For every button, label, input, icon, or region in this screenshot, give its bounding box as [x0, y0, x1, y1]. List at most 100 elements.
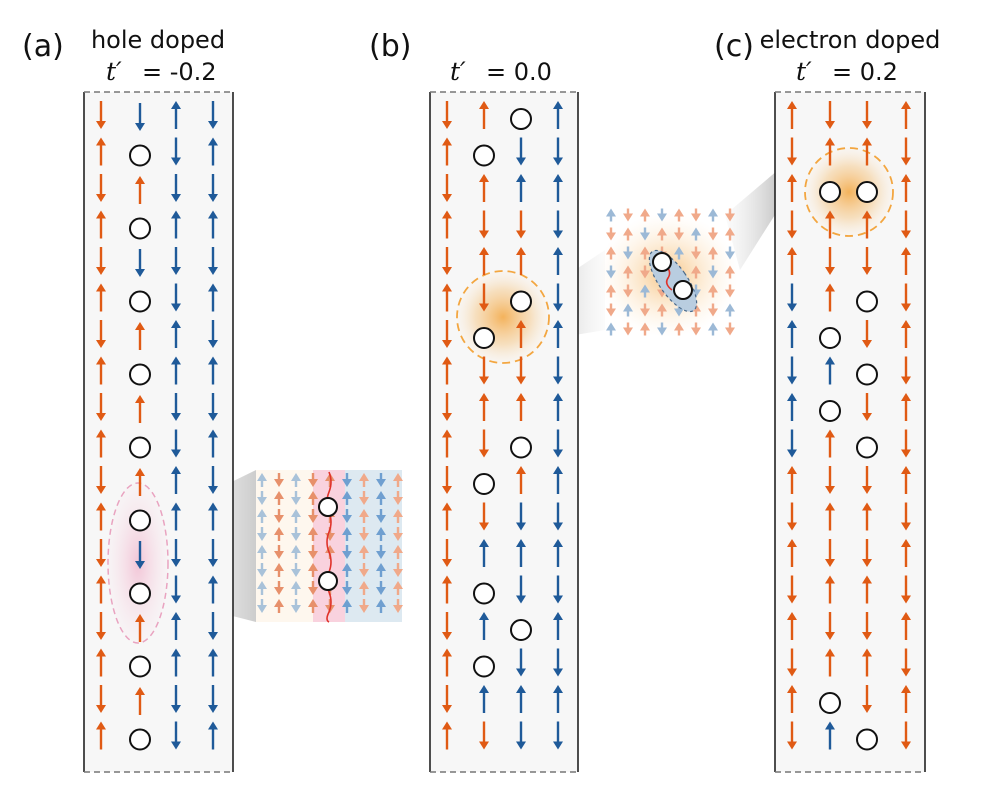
up-arrowhead-icon [359, 473, 369, 481]
down-arrowhead-icon [208, 632, 218, 640]
up-arrowhead-icon [135, 176, 145, 184]
down-arrowhead-icon [516, 230, 526, 239]
down-arrowhead-icon [342, 515, 352, 523]
up-arrowhead-icon [442, 356, 452, 365]
up-arrowhead-icon [208, 648, 218, 657]
up-arrowhead-icon [342, 599, 352, 607]
up-arrowhead-icon [825, 210, 835, 219]
open-circle-icon [473, 582, 495, 605]
panel-b-label: (b) [369, 29, 411, 64]
down-arrowhead-icon [708, 308, 718, 317]
pair-halo-icon [804, 147, 894, 237]
up-arrowhead-icon [171, 612, 181, 620]
down-arrowhead-icon [171, 559, 181, 567]
down-arrowhead-icon [96, 705, 106, 713]
down-arrowhead-icon [442, 121, 452, 129]
open-circle-icon [510, 619, 532, 641]
down-arrowhead-icon [691, 213, 701, 222]
up-arrowhead-icon [516, 539, 526, 547]
open-circle-icon [129, 436, 151, 459]
panel-b-tprime-symbol: t′ [450, 57, 466, 86]
up-arrowhead-icon [901, 101, 911, 109]
up-arrowhead-icon [274, 599, 284, 607]
up-arrowhead-icon [640, 322, 650, 331]
open-circle-icon [129, 582, 151, 605]
panel-frame-bg [84, 92, 233, 772]
down-arrowhead-icon [862, 559, 872, 567]
up-arrowhead-icon [640, 246, 650, 255]
up-arrowhead-icon [862, 210, 872, 219]
down-arrowhead-icon [291, 533, 301, 541]
down-arrowhead-icon [691, 327, 701, 336]
up-arrowhead-icon [308, 491, 318, 499]
down-arrowhead-icon [862, 486, 872, 494]
up-arrowhead-icon [787, 612, 797, 620]
down-arrowhead-icon [96, 486, 106, 494]
panel-a-label: (a) [22, 29, 64, 64]
up-arrowhead-icon [516, 685, 526, 693]
up-arrowhead-icon [553, 174, 563, 182]
up-arrowhead-icon [393, 581, 403, 589]
down-arrowhead-icon [135, 561, 145, 569]
up-arrowhead-icon [442, 210, 452, 219]
up-arrowhead-icon [171, 648, 181, 657]
up-arrowhead-icon [553, 320, 563, 328]
down-arrowhead-icon [787, 741, 797, 750]
up-arrowhead-icon [725, 303, 735, 312]
up-arrowhead-icon [442, 575, 452, 584]
up-arrowhead-icon [787, 393, 797, 401]
open-circle-icon [473, 473, 495, 495]
up-arrowhead-icon [640, 284, 650, 293]
open-circle-icon [819, 400, 841, 422]
up-arrowhead-icon [901, 612, 911, 620]
up-arrowhead-icon [442, 721, 452, 730]
down-arrowhead-icon [442, 705, 452, 713]
up-arrowhead-icon [825, 648, 835, 657]
up-arrowhead-icon [674, 246, 684, 255]
up-arrowhead-icon [291, 545, 301, 553]
up-arrowhead-icon [553, 466, 563, 474]
open-circle-icon [129, 655, 151, 678]
down-arrowhead-icon [657, 327, 667, 336]
up-arrowhead-icon [135, 395, 145, 403]
down-arrowhead-icon [274, 587, 284, 595]
panel-a-header: (a) hole doped t′ = -0.2 [22, 26, 225, 86]
down-arrowhead-icon [623, 213, 633, 222]
down-arrowhead-icon [274, 551, 284, 559]
down-arrowhead-icon [208, 194, 218, 202]
down-arrowhead-icon [901, 303, 911, 312]
down-arrowhead-icon [208, 267, 218, 275]
up-arrowhead-icon [901, 174, 911, 182]
up-arrowhead-icon [257, 509, 267, 517]
down-arrowhead-icon [342, 551, 352, 559]
open-circle-icon [473, 655, 495, 678]
down-arrowhead-icon [257, 569, 267, 577]
down-arrowhead-icon [516, 595, 526, 604]
open-circle-icon [129, 728, 151, 751]
down-arrowhead-icon [442, 632, 452, 640]
up-arrowhead-icon [96, 210, 106, 219]
up-arrowhead-icon [787, 101, 797, 109]
down-arrowhead-icon [901, 741, 911, 750]
down-arrowhead-icon [825, 559, 835, 567]
down-arrowhead-icon [674, 232, 684, 241]
down-arrowhead-icon [342, 587, 352, 595]
down-arrowhead-icon [674, 308, 684, 317]
up-arrowhead-icon [135, 468, 145, 476]
up-arrowhead-icon [516, 320, 526, 328]
up-arrowhead-icon [901, 466, 911, 474]
down-arrowhead-icon [825, 267, 835, 275]
down-arrowhead-icon [257, 533, 267, 541]
open-circle-icon [318, 497, 338, 517]
open-circle-icon [856, 728, 878, 751]
down-arrowhead-icon [901, 157, 911, 166]
up-arrowhead-icon [825, 283, 835, 292]
up-arrowhead-icon [393, 509, 403, 517]
inset-a-pink-band [313, 470, 345, 622]
up-arrowhead-icon [901, 320, 911, 328]
up-arrowhead-icon [825, 137, 835, 146]
down-arrowhead-icon [479, 522, 489, 531]
down-arrowhead-icon [96, 194, 106, 202]
down-arrowhead-icon [359, 533, 369, 541]
open-circle-icon [510, 436, 532, 459]
